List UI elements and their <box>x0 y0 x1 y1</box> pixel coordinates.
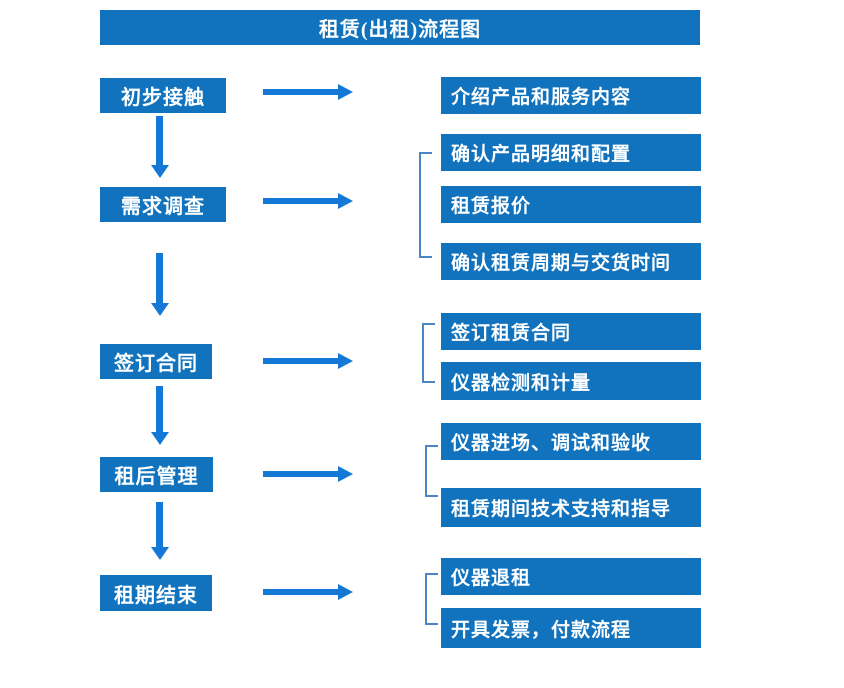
down-arrow-icon <box>150 502 169 560</box>
detail-box-confirm-period: 确认租赁周期与交货时间 <box>441 243 701 280</box>
down-arrow-icon <box>150 386 169 445</box>
step-box-demand-survey: 需求调查 <box>100 187 226 222</box>
step-box-rental-end: 租期结束 <box>100 575 212 611</box>
detail-box-instrument-setup: 仪器进场、调试和验收 <box>441 423 701 460</box>
group-bracket <box>419 152 432 258</box>
detail-box-intro-products: 介绍产品和服务内容 <box>441 77 701 114</box>
detail-box-instrument-return: 仪器退租 <box>441 558 701 595</box>
group-bracket <box>425 445 438 497</box>
down-arrow-icon <box>150 253 169 316</box>
detail-box-sign-rental-contract: 签订租赁合同 <box>441 313 701 350</box>
title-bar: 租赁(出租)流程图 <box>100 10 700 45</box>
group-bracket <box>422 323 435 383</box>
detail-box-instrument-testing: 仪器检测和计量 <box>441 362 701 400</box>
step-box-post-rental-mgmt: 租后管理 <box>100 457 213 492</box>
step-box-sign-contract: 签订合同 <box>100 344 212 379</box>
page-title: 租赁(出租)流程图 <box>318 19 482 41</box>
detail-box-invoice-payment: 开具发票，付款流程 <box>441 608 701 648</box>
right-arrow-icon <box>263 84 353 100</box>
detail-box-rental-quote: 租赁报价 <box>441 186 701 223</box>
group-bracket <box>425 573 438 625</box>
right-arrow-icon <box>263 466 353 482</box>
detail-box-tech-support: 租赁期间技术支持和指导 <box>441 488 701 527</box>
down-arrow-icon <box>150 116 169 178</box>
detail-box-confirm-config: 确认产品明细和配置 <box>441 134 701 171</box>
right-arrow-icon <box>263 584 353 600</box>
step-box-initial-contact: 初步接触 <box>100 78 226 113</box>
right-arrow-icon <box>263 353 353 369</box>
right-arrow-icon <box>263 193 353 209</box>
